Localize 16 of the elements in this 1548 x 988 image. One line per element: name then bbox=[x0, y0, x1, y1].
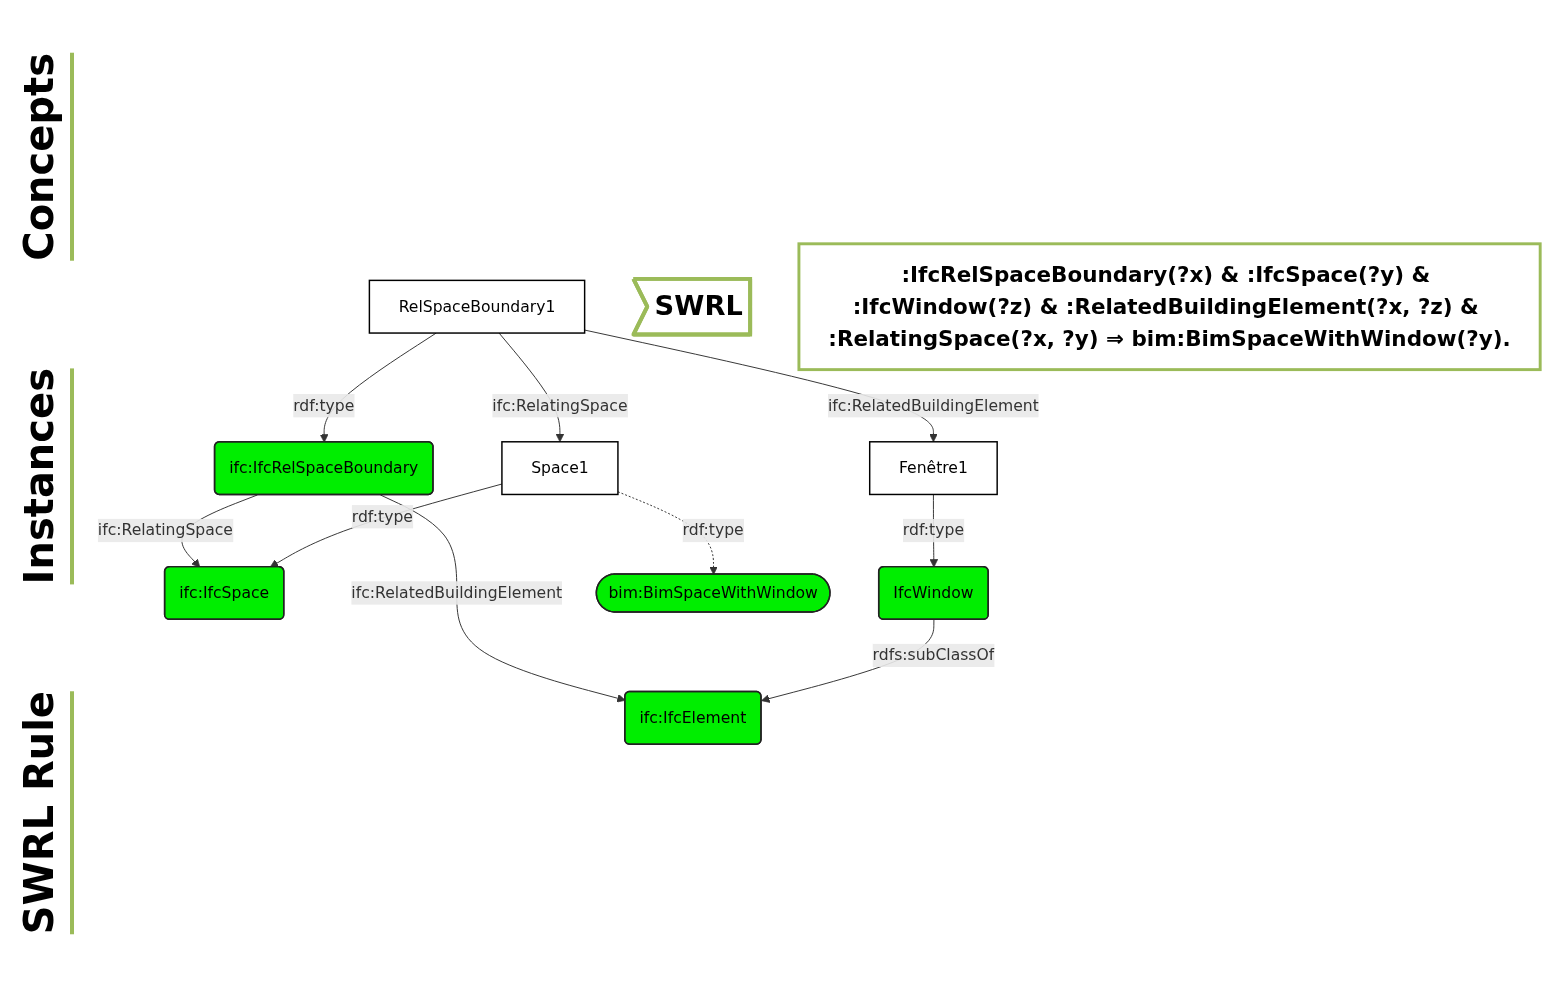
edge-label: rdf:type bbox=[351, 507, 413, 526]
node-box: RelSpaceBoundary1 bbox=[368, 279, 586, 334]
edge-label: ifc:RelatedBuildingElement bbox=[351, 583, 563, 602]
section-label: Concepts bbox=[16, 53, 74, 262]
edge-label: rdf:type bbox=[682, 520, 744, 540]
node-box: Fenêtre1 bbox=[868, 441, 998, 496]
edge-label: ifc:RelatingSpace bbox=[492, 395, 628, 415]
edge-label: rdf:type bbox=[293, 395, 355, 415]
section-label: SWRL Rule bbox=[16, 691, 74, 935]
edge-label: ifc:RelatedBuildingElement bbox=[828, 395, 1039, 415]
section-label: Instances bbox=[16, 368, 74, 585]
edge-label: rdfs:subClassOf bbox=[872, 645, 995, 665]
node-box: :IfcRelSpaceBoundary(?x) & :IfcSpace(?y) & :IfcWindow(?z) & :RelatedBuildingElement(?x, ?z) & :RelatingSpace(?x, ?y) ⇒ bim:BimSpaceWithWindow(?y). bbox=[797, 242, 1542, 372]
edge-label: ifc:RelatingSpace bbox=[97, 520, 233, 540]
edge-label: rdf:type bbox=[902, 520, 964, 540]
node-box: Space1 bbox=[501, 441, 619, 496]
